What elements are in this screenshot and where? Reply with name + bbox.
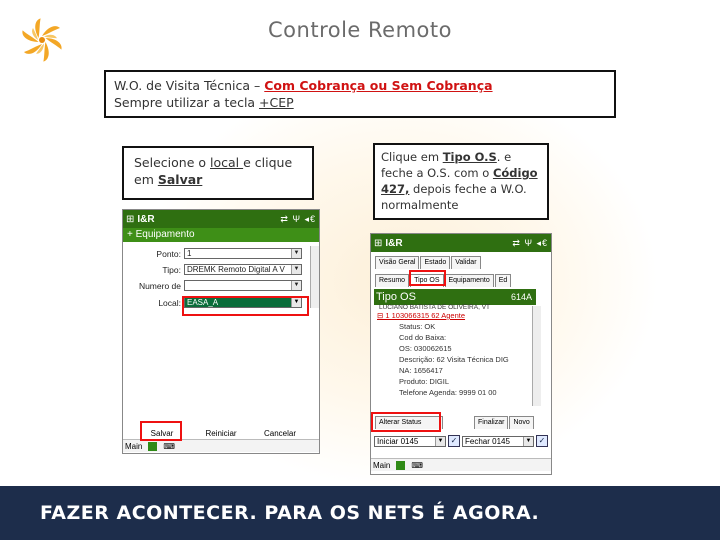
callout-left: Selecione o local e clique em Salvar bbox=[122, 146, 314, 200]
section-code: 614A bbox=[510, 292, 532, 302]
callout-top: W.O. de Visita Técnica – Com Cobrança ou… bbox=[104, 70, 616, 118]
field-label: Numero de bbox=[138, 280, 181, 291]
field-label: Tipo: bbox=[162, 264, 181, 275]
tree-scrollbar[interactable] bbox=[532, 306, 541, 406]
callout-right-codigo: Código 427, bbox=[381, 166, 538, 196]
tree-item[interactable]: OS: 030062615 bbox=[399, 344, 452, 353]
footer-slogan: FAZER ACONTECER. PARA OS NETS É AGORA. bbox=[40, 502, 540, 524]
client-line: LUCIANO BATISTA DE OLIVEIRA, VT bbox=[379, 304, 491, 311]
callout-top-line2: Sempre utilizar a tecla +CEP bbox=[114, 94, 606, 111]
select-value: Fechar 0145 bbox=[465, 436, 510, 446]
pda-left-taskbar: Main ⌨ bbox=[123, 439, 319, 452]
callout-top-line1: W.O. de Visita Técnica – Com Cobrança ou… bbox=[114, 77, 606, 94]
tab-ed[interactable]: Ed bbox=[494, 274, 512, 287]
select-value: Iniciar 0145 bbox=[377, 436, 419, 446]
iniciar-select[interactable]: Iniciar 0145 ▼ bbox=[374, 435, 446, 447]
action-tabs: Alterar Status Finalizar Novo bbox=[375, 416, 535, 429]
app-icon[interactable] bbox=[148, 441, 158, 451]
callout-right-text3: depois feche a W.O. normalmente bbox=[381, 182, 527, 212]
highlight-salvar-box bbox=[140, 421, 182, 441]
ponto-select[interactable]: 1▼ bbox=[184, 248, 302, 259]
status-selects: Iniciar 0145 ▼ ✓ Fechar 0145 ▼ ✓ bbox=[374, 435, 548, 447]
callout-left-text1: Selecione o bbox=[134, 155, 210, 170]
tree-root-item[interactable]: ⊟ 1 103066315 62 Agente bbox=[377, 311, 466, 320]
app-brand: I&R bbox=[385, 237, 403, 249]
highlight-alterar-status bbox=[371, 412, 441, 432]
callout-right-tipo: Tipo O.S bbox=[442, 150, 497, 164]
tab-estado[interactable]: Estado bbox=[420, 256, 451, 269]
field-label: Ponto: bbox=[156, 248, 181, 259]
cep-key-label: +CEP bbox=[259, 95, 294, 110]
highlight-local-box bbox=[182, 296, 309, 316]
tree-item[interactable]: Status: OK bbox=[399, 322, 436, 331]
tipo-select[interactable]: DREMK Remoto Digital A V ▼ bbox=[184, 264, 302, 275]
pda-right-taskbar: Main ⌨ bbox=[371, 458, 551, 471]
top-tabs: Visão Geral Estado Validar bbox=[375, 256, 482, 269]
tab-validar[interactable]: Validar bbox=[451, 256, 481, 269]
section-title: Tipo OS bbox=[376, 291, 416, 303]
equipment-form: Ponto: 1▼ Tipo: DREMK Remoto Digital A V… bbox=[123, 242, 319, 422]
dropdown-arrow-icon[interactable]: ▼ bbox=[523, 436, 533, 446]
dropdown-arrow-icon[interactable]: ▼ bbox=[291, 281, 301, 290]
callout-left-salvar: Salvar bbox=[157, 172, 203, 187]
checkbox-icon[interactable]: ✓ bbox=[536, 435, 548, 447]
tab-equipamento[interactable]: Equipamento bbox=[444, 274, 494, 287]
windows-start-icon[interactable]: ⊞ bbox=[374, 237, 383, 249]
slide-title: Controle Remoto bbox=[268, 18, 452, 42]
field-numero: Numero de ▼ bbox=[123, 280, 302, 291]
form-scrollbar[interactable] bbox=[310, 246, 319, 308]
callout-right-text1: Clique em bbox=[381, 150, 443, 164]
callout-top-prefix2: Sempre utilizar a tecla bbox=[114, 95, 260, 110]
system-status-icons: ⇄ Ψ ◂€ bbox=[280, 213, 316, 224]
tipo-os-section-header: Tipo OS 614A bbox=[374, 289, 536, 305]
tree-item[interactable]: Produto: DIGIL bbox=[399, 377, 450, 386]
callout-left-text2: e clique em bbox=[134, 155, 293, 187]
select-value: DREMK Remoto Digital A V bbox=[187, 265, 285, 274]
highlight-tipo-os-tab bbox=[409, 270, 446, 286]
tab-resumo[interactable]: Resumo bbox=[375, 274, 410, 287]
select-value: 1 bbox=[187, 249, 192, 258]
callout-left-local: local bbox=[210, 155, 244, 170]
dropdown-arrow-icon[interactable]: ▼ bbox=[291, 249, 301, 258]
tree-item[interactable]: Telefone Agenda: 9999 01 00 bbox=[399, 388, 497, 397]
pda-screen-right: ⊞ I&R ⇄ Ψ ◂€ Visão Geral Estado Validar … bbox=[370, 233, 552, 475]
finalizar-button[interactable]: Finalizar bbox=[474, 416, 509, 429]
tree-item[interactable]: NA: 1656417 bbox=[399, 366, 443, 375]
taskbar-main-label[interactable]: Main bbox=[373, 460, 391, 470]
callout-right: Clique em Tipo O.S. e feche a O.S. com o… bbox=[373, 143, 549, 220]
alterar-status-button[interactable]: Alterar Status bbox=[375, 416, 443, 429]
numero-select[interactable]: ▼ bbox=[184, 280, 302, 291]
pda-right-titlebar: ⊞ I&R ⇄ Ψ ◂€ bbox=[371, 234, 551, 252]
callout-top-highlight: Com Cobrança ou Sem Cobrança bbox=[264, 78, 493, 93]
keyboard-icon[interactable]: ⌨ bbox=[163, 441, 175, 451]
checkbox-icon[interactable]: ✓ bbox=[448, 435, 460, 447]
detail-tabs: Resumo Tipo OS Equipamento Ed bbox=[375, 274, 512, 287]
app-brand: I&R bbox=[137, 213, 155, 225]
os-tree: ⊟ 1 103066315 62 Agente Status: OK Cod d… bbox=[377, 310, 509, 398]
tree-item[interactable]: Descrição: 62 Visita Técnica DIG bbox=[399, 355, 509, 364]
windows-start-icon[interactable]: ⊞ bbox=[126, 213, 135, 225]
keyboard-icon[interactable]: ⌨ bbox=[411, 460, 423, 470]
field-ponto: Ponto: 1▼ bbox=[123, 248, 302, 259]
callout-top-prefix: W.O. de Visita Técnica – bbox=[114, 78, 265, 93]
footer-bar: FAZER ACONTECER. PARA OS NETS É AGORA. bbox=[0, 486, 720, 540]
dropdown-arrow-icon[interactable]: ▼ bbox=[435, 436, 445, 446]
novo-button[interactable]: Novo bbox=[509, 416, 534, 429]
field-label: Local: bbox=[158, 297, 181, 308]
fechar-select[interactable]: Fechar 0145 ▼ bbox=[462, 435, 534, 447]
dropdown-arrow-icon[interactable]: ▼ bbox=[291, 265, 301, 274]
equipment-header[interactable]: + Equipamento bbox=[123, 228, 319, 242]
pda-left-titlebar: ⊞ I&R ⇄ Ψ ◂€ bbox=[123, 210, 319, 228]
field-tipo: Tipo: DREMK Remoto Digital A V ▼ bbox=[123, 264, 302, 275]
system-status-icons: ⇄ Ψ ◂€ bbox=[512, 237, 548, 248]
select-value: EASA_A bbox=[187, 298, 219, 307]
taskbar-main-label[interactable]: Main bbox=[125, 441, 143, 451]
dropdown-arrow-icon[interactable]: ▼ bbox=[291, 298, 301, 307]
sun-flower-logo-icon bbox=[22, 18, 62, 62]
app-icon[interactable] bbox=[396, 460, 406, 470]
callout-right-text2: . e feche a O.S. com o bbox=[381, 150, 512, 180]
tab-visao-geral[interactable]: Visão Geral bbox=[375, 256, 420, 269]
pda-screen-left: ⊞ I&R ⇄ Ψ ◂€ + Equipamento Ponto: 1▼ Tip… bbox=[122, 209, 320, 454]
tree-item[interactable]: Cod do Baixa: bbox=[399, 333, 447, 342]
